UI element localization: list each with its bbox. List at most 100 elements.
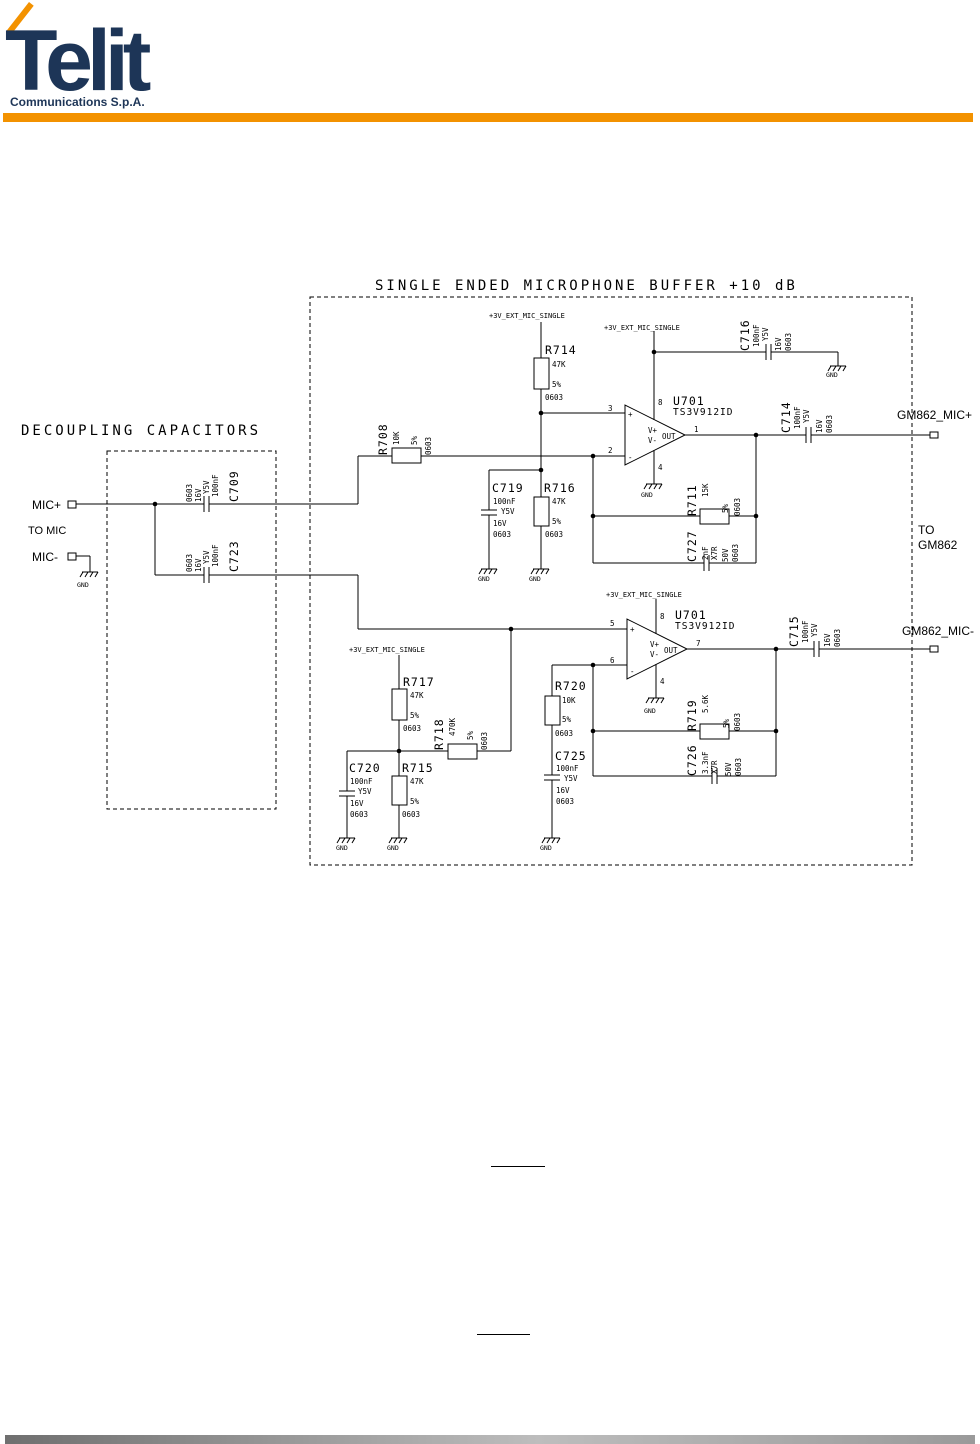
component-ref-c716: C716 bbox=[738, 319, 752, 351]
component-value: 16V bbox=[350, 799, 364, 808]
footer-rule bbox=[5, 1435, 975, 1444]
component-ref-r711: R711 bbox=[685, 484, 699, 516]
component-value: 0603 bbox=[825, 415, 834, 433]
component-ref-r714: R714 bbox=[545, 343, 577, 357]
component-value: 10K bbox=[392, 431, 401, 445]
pin-number: 1 bbox=[694, 425, 699, 434]
opamp-a-out: OUT bbox=[662, 432, 676, 441]
component-value: 5% bbox=[552, 380, 562, 389]
gnd-label: GND bbox=[529, 575, 541, 583]
opamp-a-ref: U701 bbox=[673, 394, 705, 408]
opamp-b-out: OUT bbox=[664, 646, 678, 655]
component-value: 5% bbox=[466, 730, 475, 740]
buffer-boundary bbox=[309, 296, 913, 866]
component-value: 16V bbox=[556, 786, 570, 795]
component-value: 100nF bbox=[211, 544, 220, 567]
schematic-title: SINGLE ENDED MICROPHONE BUFFER +10 dB bbox=[375, 278, 798, 294]
component-ref-r719: R719 bbox=[685, 699, 699, 731]
component-ref-c714: C714 bbox=[779, 401, 793, 433]
component-value: 0603 bbox=[733, 498, 742, 516]
component-value: 0603 bbox=[734, 758, 743, 776]
component-value: Y5V bbox=[358, 787, 372, 796]
opamp-b-vminus: V- bbox=[650, 650, 659, 659]
net-label-supply: +3V_EXT_MIC_SINGLE bbox=[604, 324, 680, 332]
pin-number: 4 bbox=[660, 677, 665, 686]
component-value: 16V bbox=[493, 519, 507, 528]
net-label-supply: +3V_EXT_MIC_SINGLE bbox=[349, 646, 425, 654]
component-ref-c727: C727 bbox=[685, 530, 699, 562]
port-gm862: GM862 bbox=[918, 538, 958, 552]
component-value: 16V bbox=[774, 337, 783, 351]
pin-number: 2 bbox=[608, 446, 613, 455]
pin-number: 4 bbox=[658, 463, 663, 472]
opamp-a-vminus: V- bbox=[648, 436, 657, 445]
opamp-a-minus: - bbox=[628, 453, 633, 462]
component-value: 16V bbox=[823, 633, 832, 647]
component-value: X7R bbox=[710, 546, 719, 560]
gnd-label: GND bbox=[644, 707, 656, 715]
component-value: 2nF bbox=[701, 546, 710, 560]
gnd-label: GND bbox=[478, 575, 490, 583]
pin-number: 8 bbox=[658, 398, 663, 407]
component-value: X7R bbox=[710, 760, 719, 774]
component-value: 100nF bbox=[556, 764, 579, 773]
component-value: 3.3nF bbox=[701, 751, 710, 774]
component-ref-c726: C726 bbox=[685, 744, 699, 776]
component-value: 47K bbox=[552, 360, 566, 369]
component-value: 0603 bbox=[403, 724, 421, 733]
pin-number: 8 bbox=[660, 612, 665, 621]
component-value: 100nF bbox=[793, 406, 802, 429]
component-value: 50V bbox=[724, 762, 733, 776]
opamp-a-vplus: V+ bbox=[648, 426, 658, 435]
component-ref-r716: R716 bbox=[544, 481, 576, 495]
component-value: Y5V bbox=[202, 550, 211, 564]
component-value: 5% bbox=[410, 435, 419, 445]
component-value: 0603 bbox=[493, 530, 511, 539]
gnd-label: GND bbox=[540, 844, 552, 852]
component-ref-c725: C725 bbox=[555, 749, 587, 763]
pin-number: 5 bbox=[610, 619, 615, 628]
component-value: 5% bbox=[722, 718, 731, 728]
component-value: 5% bbox=[552, 517, 562, 526]
component-value: 0603 bbox=[424, 437, 433, 455]
component-value: 16V bbox=[815, 419, 824, 433]
component-value: Y5V bbox=[501, 507, 515, 516]
component-ref-c709: C709 bbox=[227, 470, 241, 502]
ground-symbol bbox=[79, 565, 99, 578]
port-mic-minus: MIC- bbox=[32, 550, 58, 564]
component-ref-r718: R718 bbox=[432, 718, 446, 750]
component-value: 0603 bbox=[185, 484, 194, 502]
gnd-label: GND bbox=[826, 371, 838, 379]
opamp-a-part: TS3V912ID bbox=[673, 407, 733, 418]
component-value: 0603 bbox=[350, 810, 368, 819]
component-value: 47K bbox=[410, 777, 424, 786]
port-to-mic: TO MIC bbox=[28, 525, 66, 537]
component-value: 16V bbox=[194, 558, 203, 572]
component-value: 100nF bbox=[493, 497, 516, 506]
component-value: Y5V bbox=[202, 480, 211, 494]
decoupling-title: DECOUPLING CAPACITORS bbox=[21, 423, 261, 439]
header-rule bbox=[3, 113, 973, 122]
component-value: 0603 bbox=[545, 530, 563, 539]
opamp-b-plus: + bbox=[630, 625, 635, 634]
component-ref-c723: C723 bbox=[227, 540, 241, 572]
component-ref-r708: R708 bbox=[376, 423, 390, 455]
opamp-b-ref: U701 bbox=[675, 608, 707, 622]
gnd-label: GND bbox=[387, 844, 399, 852]
component-value: 0603 bbox=[480, 732, 489, 750]
pin-number: 6 bbox=[610, 656, 615, 665]
component-value: 47K bbox=[552, 497, 566, 506]
component-value: 0603 bbox=[833, 629, 842, 647]
component-value: 5% bbox=[410, 797, 420, 806]
component-ref-r720: R720 bbox=[555, 679, 587, 693]
component-value: 0603 bbox=[556, 797, 574, 806]
port-gm862-mic-minus: GM862_MIC- bbox=[902, 624, 974, 638]
component-value: Y5V bbox=[761, 327, 770, 341]
component-value: 50V bbox=[721, 548, 730, 562]
component-value: 10K bbox=[562, 696, 576, 705]
opamp-a-plus: + bbox=[628, 410, 633, 419]
port-gm862-mic-plus: GM862_MIC+ bbox=[897, 408, 972, 422]
component-value: 100nF bbox=[801, 620, 810, 643]
